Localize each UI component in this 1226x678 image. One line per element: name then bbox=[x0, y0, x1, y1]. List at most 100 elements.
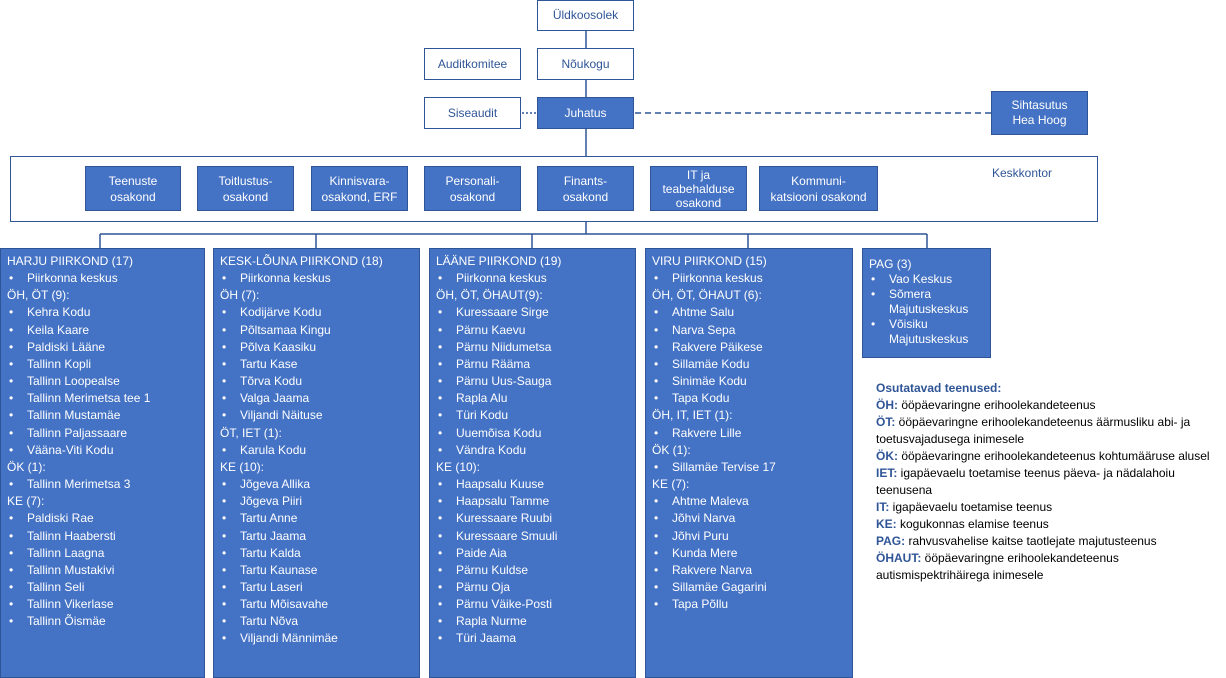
facility-item: Vändra Kodu bbox=[436, 442, 629, 459]
legend-description: igapäevaelu toetamise teenus päeva- ja n… bbox=[876, 466, 1175, 497]
service-group-heading: ÖK (1): bbox=[652, 442, 691, 457]
facility-item: Pärnu Niidumetsa bbox=[436, 339, 629, 356]
facility-item: Kuressaare Ruubi bbox=[436, 510, 629, 527]
services-legend: Osutatavad teenused: ÖH: ööpäevaringne e… bbox=[876, 380, 1226, 584]
facility-item: Piirkonna keskus bbox=[7, 270, 198, 287]
central-office-label: Keskkontor bbox=[992, 166, 1053, 180]
pag-box: PAG (3) Vao Keskus Sõmera Majutuskeskus … bbox=[862, 248, 991, 358]
legend-abbreviation: ÖHAUT: bbox=[876, 551, 922, 565]
legend-abbreviation: PAG: bbox=[876, 534, 906, 548]
facility-item: Tallinn Loopealse bbox=[7, 373, 198, 390]
facility-item: Sinimäe Kodu bbox=[652, 373, 846, 390]
legend-description: ööpäevaringne erihoolekandeteenus bbox=[898, 398, 1096, 412]
service-group-heading: ÖH, ÖT, ÖHAUT(9): bbox=[436, 288, 543, 303]
facility-item: Piirkonna keskus bbox=[436, 270, 629, 287]
department-it: IT ja teabehalduse osakond bbox=[650, 166, 747, 211]
facility-item: Tallinn Paljassaare bbox=[7, 425, 198, 442]
department-real-estate: Kinnisvara- osakond, ERF bbox=[311, 166, 408, 211]
facility-item: Tapa Kodu bbox=[652, 390, 846, 407]
legend-abbreviation: ÖK: bbox=[876, 449, 898, 463]
facility-item: Haapsalu Kuuse bbox=[436, 476, 629, 493]
facility-item: Pärnu Uus-Sauga bbox=[436, 373, 629, 390]
legend-abbreviation: ÖH: bbox=[876, 398, 898, 412]
legend-abbreviation: ÖT: bbox=[876, 415, 896, 429]
legend-description: rahvusvahelise kaitse taotlejate majutus… bbox=[905, 534, 1157, 548]
region-kesk-louna: KESK-LÕUNA PIIRKOND (18) Piirkonna keskus… bbox=[213, 248, 420, 678]
facility-item: Tallinn Mustakivi bbox=[7, 562, 198, 579]
facility-item: Viljandi Männimäe bbox=[220, 630, 413, 647]
legend-entry: ÖK: ööpäevaringne erihoolekandeteenus ko… bbox=[876, 448, 1226, 465]
facility-item: Keila Kaare bbox=[7, 322, 198, 339]
legend-abbreviation: KE: bbox=[876, 517, 897, 531]
facility-item: Haapsalu Tamme bbox=[436, 493, 629, 510]
facility-item: Tartu Kase bbox=[220, 356, 413, 373]
facility-item: Tartu Kalda bbox=[220, 545, 413, 562]
facility-item: Tõrva Kodu bbox=[220, 373, 413, 390]
legend-title: Osutatavad teenused: bbox=[876, 381, 1002, 395]
legend-entry: KE: kogukonnas elamise teenus bbox=[876, 516, 1226, 533]
service-group-heading: KE (7): bbox=[7, 494, 45, 509]
facility-item: Ahtme Maleva bbox=[652, 493, 846, 510]
council-box: Nõukogu bbox=[537, 48, 634, 80]
facility-item: Jõgeva Allika bbox=[220, 476, 413, 493]
facility-item: Pärnu Oja bbox=[436, 579, 629, 596]
facility-item: Türi Kodu bbox=[436, 407, 629, 424]
facility-item: Tallinn Mustamäe bbox=[7, 407, 198, 424]
legend-entry: IT: igapäevaelu toetamise teenus bbox=[876, 499, 1226, 516]
facility-item: Karula Kodu bbox=[220, 442, 413, 459]
general-meeting-box: Üldkoosolek bbox=[537, 0, 634, 31]
department-catering: Toitlustus- osakond bbox=[197, 166, 294, 211]
service-group-heading: ÖH, ÖT (9): bbox=[7, 288, 70, 303]
facility-item: Tallinn Seli bbox=[7, 579, 198, 596]
foundation-box: Sihtasutus Hea Hoog bbox=[991, 91, 1088, 135]
facility-item: Tartu Anne bbox=[220, 510, 413, 527]
pag-title: PAG (3) bbox=[869, 257, 912, 271]
facility-item: Tartu Laseri bbox=[220, 579, 413, 596]
department-communication: Kommuni- katsiooni osakond bbox=[759, 166, 878, 211]
region-title: KESK-LÕUNA PIIRKOND (18) bbox=[220, 254, 383, 268]
department-finance: Finants- osakond bbox=[537, 166, 634, 211]
internal-audit-box: Siseaudit bbox=[424, 97, 521, 129]
facility-item: Kunda Mere bbox=[652, 545, 846, 562]
service-group-heading: KE (10): bbox=[220, 459, 265, 474]
facility-item: Tapa Põllu bbox=[652, 596, 846, 613]
legend-entry: ÖT: ööpäevaringne erihoolekandeteenus ää… bbox=[876, 414, 1226, 448]
board-box: Juhatus bbox=[537, 97, 634, 129]
facility-item: Viljandi Näituse bbox=[220, 407, 413, 424]
facility-item: Valga Jaama bbox=[220, 390, 413, 407]
facility-item: Paldiski Rae bbox=[7, 510, 198, 527]
facility-item: Põlva Kaasiku bbox=[220, 339, 413, 356]
facility-item: Tallinn Vikerlase bbox=[7, 596, 198, 613]
facility-item: Türi Jaama bbox=[436, 630, 629, 647]
region-title: LÄÄNE PIIRKOND (19) bbox=[436, 254, 562, 268]
legend-abbreviation: IET: bbox=[876, 466, 898, 480]
legend-description: ööpäevaringne erihoolekandeteenus äärmus… bbox=[876, 415, 1191, 446]
facility-item: Sillamäe Gagarini bbox=[652, 579, 846, 596]
facility-item: Jõhvi Narva bbox=[652, 510, 846, 527]
facility-item: Paldiski Lääne bbox=[7, 339, 198, 356]
facility-item: Tartu Nõva bbox=[220, 613, 413, 630]
facility-item: Tartu Jaama bbox=[220, 528, 413, 545]
department-services: Teenuste osakond bbox=[85, 166, 181, 211]
facility-item: Tartu Kaunase bbox=[220, 562, 413, 579]
facility-item: Vääna-Viti Kodu bbox=[7, 442, 198, 459]
facility-item: Pärnu Väike-Posti bbox=[436, 596, 629, 613]
region-title: VIRU PIIRKOND (15) bbox=[652, 254, 767, 268]
facility-item: Pärnu Kaevu bbox=[436, 322, 629, 339]
facility-item: Pärnu Rääma bbox=[436, 356, 629, 373]
service-group-heading: ÖH, ÖT, ÖHAUT (6): bbox=[652, 288, 762, 303]
facility-item: Rakvere Narva bbox=[652, 562, 846, 579]
facility-item: Põltsamaa Kingu bbox=[220, 322, 413, 339]
facility-item: Tallinn Merimetsa 3 bbox=[7, 476, 198, 493]
legend-description: ööpäevaringne erihoolekandeteenus kohtum… bbox=[898, 449, 1210, 463]
facility-item: Narva Sepa bbox=[652, 322, 846, 339]
facility-item: Tallinn Merimetsa tee 1 bbox=[7, 390, 198, 407]
legend-description: kogukonnas elamise teenus bbox=[896, 517, 1049, 531]
audit-committee-box: Auditkomitee bbox=[424, 48, 521, 80]
legend-entry: ÖH: ööpäevaringne erihoolekandeteenus bbox=[876, 397, 1226, 414]
facility-item: Piirkonna keskus bbox=[220, 270, 413, 287]
facility-item: Kuressaare Sirge bbox=[436, 304, 629, 321]
legend-entry: ÖHAUT: ööpäevaringne erihoolekandeteenus… bbox=[876, 550, 1226, 584]
